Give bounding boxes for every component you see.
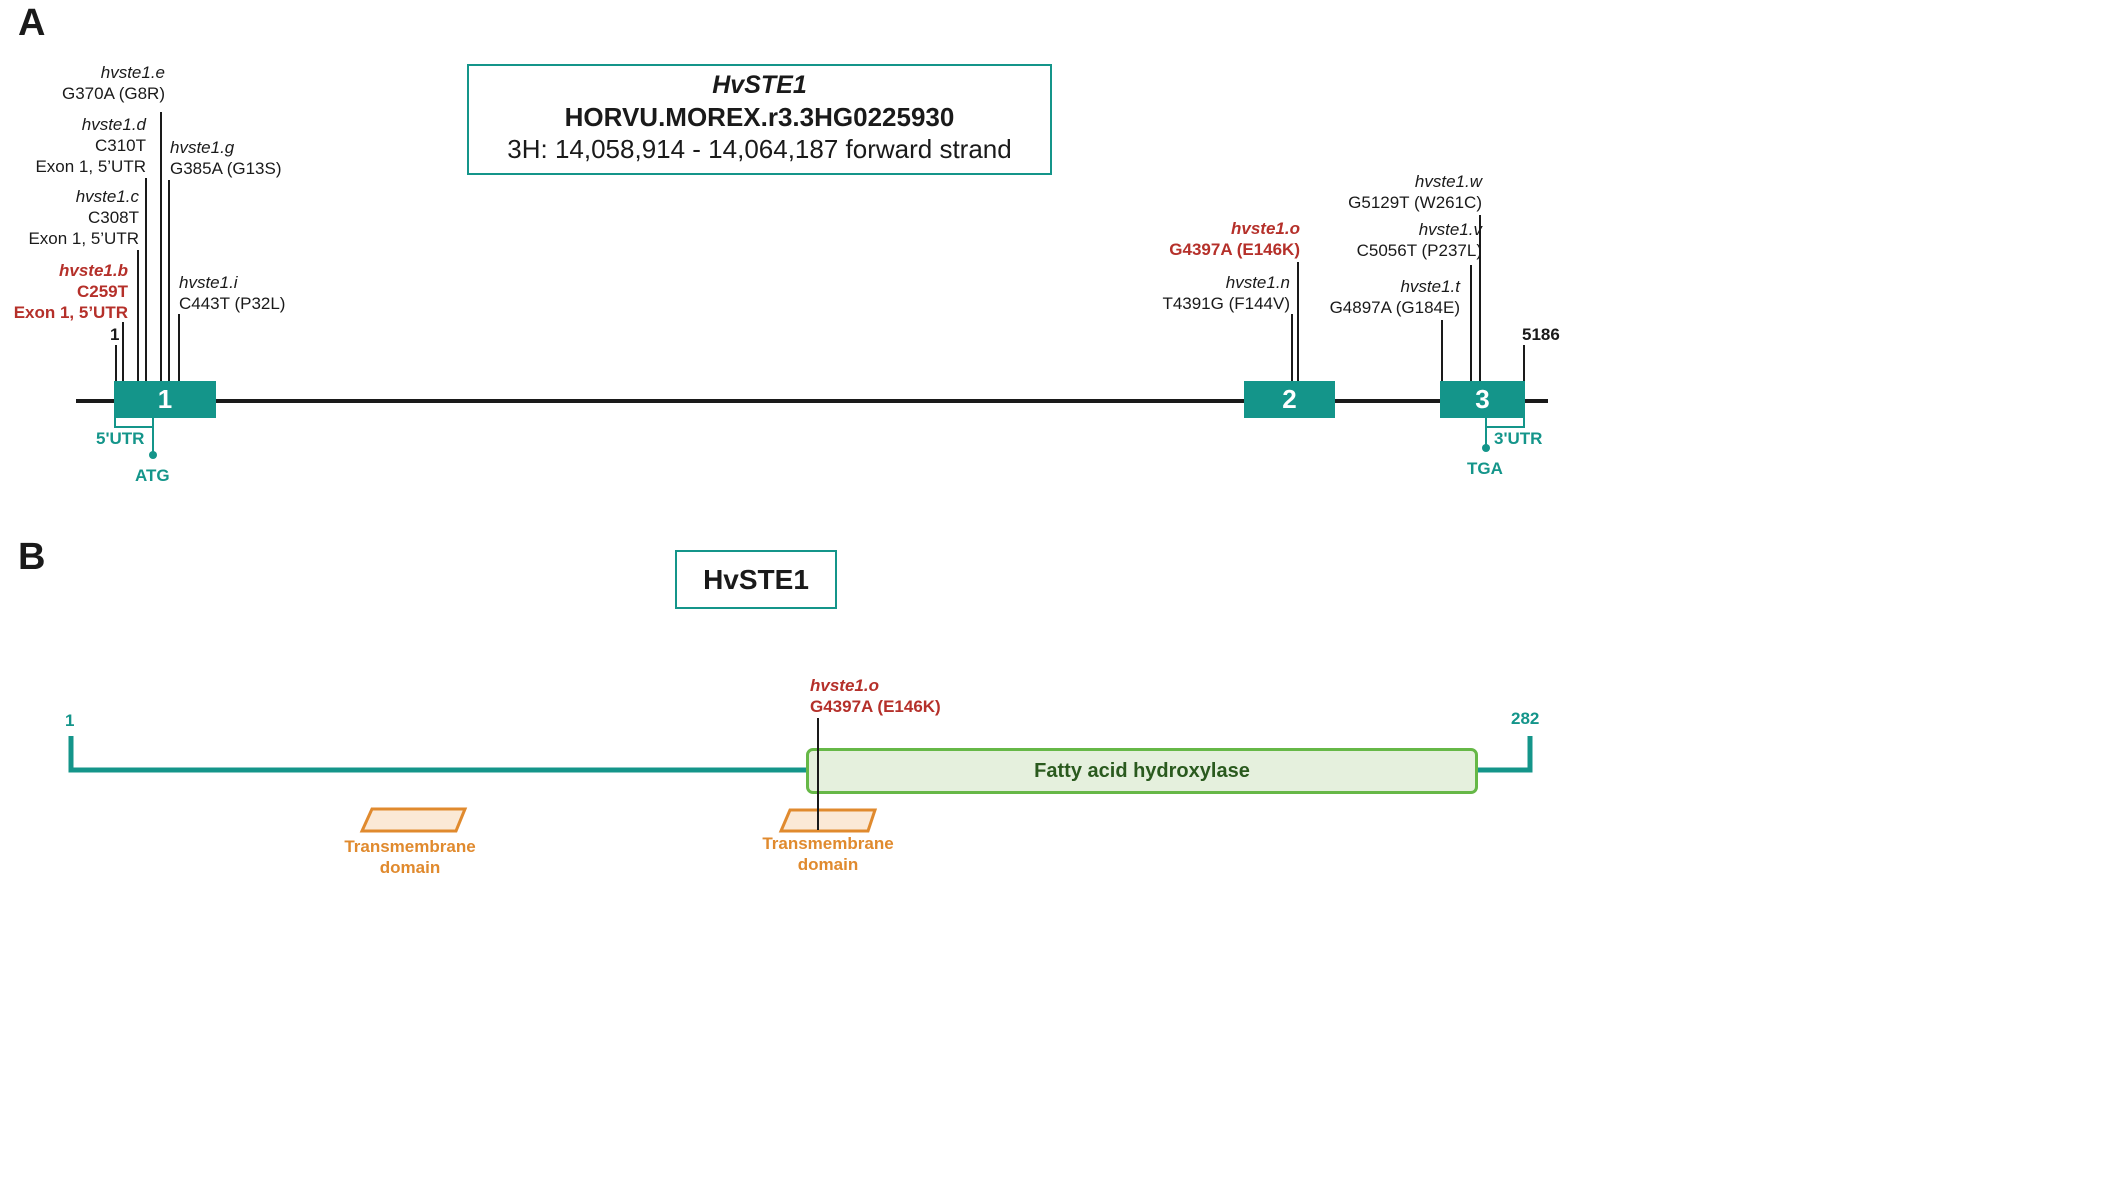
atg-dot bbox=[149, 451, 157, 459]
exon-2-label: 2 bbox=[1282, 384, 1297, 414]
mutation-change: T4391G (F144V) bbox=[1162, 294, 1290, 313]
mutation-hvste1-o: hvste1.o G4397A (E146K) bbox=[1169, 218, 1300, 260]
utr5-bracket bbox=[114, 418, 154, 428]
tga-dot bbox=[1482, 444, 1490, 452]
tm-label-line-1: Transmembrane bbox=[762, 834, 894, 853]
mutation-name: hvste1.g bbox=[170, 138, 235, 157]
stem-hvste1-e bbox=[160, 112, 162, 383]
mutation-change: C259T bbox=[76, 282, 128, 301]
gene-name: HvSTE1 bbox=[712, 71, 807, 99]
mutation-change: G4397A (E146K) bbox=[810, 697, 941, 716]
gene-location: 3H: 14,058,914 - 14,064,187 forward stra… bbox=[507, 134, 1012, 164]
mutation-name: hvste1.v bbox=[1418, 220, 1482, 239]
gene-backbone bbox=[76, 399, 1548, 403]
mutation-region: Exon 1, 5’UTR bbox=[13, 303, 128, 322]
mutation-region: Exon 1, 5’UTR bbox=[35, 157, 146, 176]
stem-hvste1-n bbox=[1291, 314, 1293, 383]
stem-hvste1-b bbox=[122, 322, 124, 383]
exon-2: 2 bbox=[1244, 381, 1335, 418]
start-position-label: 1 bbox=[110, 325, 120, 344]
mutation-hvste1-n: hvste1.n T4391G (F144V) bbox=[1162, 272, 1290, 314]
exon-1-label: 1 bbox=[157, 384, 173, 414]
tm-domain-2-label: Transmembrane domain bbox=[748, 833, 908, 875]
protein-mutation-hvste1-o: hvste1.o G4397A (E146K) bbox=[810, 675, 941, 717]
mutation-hvste1-g: hvste1.g G385A (G13S) bbox=[170, 137, 282, 179]
stem-hvste1-c bbox=[137, 250, 139, 383]
mutation-change: G4897A (G184E) bbox=[1329, 298, 1460, 317]
mutation-hvste1-d: hvste1.d C310T Exon 1, 5’UTR bbox=[35, 114, 146, 177]
panel-b-label: B bbox=[18, 536, 46, 578]
panel-a-label: A bbox=[18, 2, 46, 44]
mutation-hvste1-e: hvste1.e G370A (G8R) bbox=[62, 62, 165, 104]
mutation-hvste1-t: hvste1.t G4897A (G184E) bbox=[1330, 276, 1460, 318]
utr-markers-overlay bbox=[114, 418, 1525, 459]
mutation-name: hvste1.b bbox=[59, 261, 128, 280]
mutation-name: hvste1.e bbox=[100, 63, 165, 82]
protein-backbone bbox=[68, 736, 1533, 773]
mutation-region: Exon 1, 5’UTR bbox=[28, 229, 139, 248]
stem-hvste1-w bbox=[1479, 215, 1481, 383]
stem-hvste1-v bbox=[1470, 265, 1472, 383]
end-position-stem bbox=[1523, 345, 1525, 383]
mutation-name: hvste1.d bbox=[81, 115, 146, 134]
mutation-hvste1-c: hvste1.c C308T Exon 1, 5’UTR bbox=[28, 186, 139, 249]
tm-domain-2-shape bbox=[778, 808, 878, 833]
mutation-change: C5056T (P237L) bbox=[1356, 241, 1482, 260]
protein-start-label: 1 bbox=[65, 711, 75, 730]
gene-info-box: HvSTE1 HORVU.MOREX.r3.3HG0225930 3H: 14,… bbox=[467, 64, 1052, 175]
fatty-acid-hydroxylase-domain: Fatty acid hydroxylase bbox=[806, 748, 1478, 794]
mutation-change: G370A (G8R) bbox=[62, 84, 165, 103]
protein-end-label: 282 bbox=[1511, 709, 1540, 728]
exon-3-label: 3 bbox=[1475, 384, 1490, 414]
end-position-label: 5186 bbox=[1522, 325, 1560, 344]
atg-label: ATG bbox=[135, 466, 170, 485]
stem-hvste1-o-protein bbox=[817, 718, 819, 830]
mutation-name: hvste1.t bbox=[1400, 277, 1460, 296]
utr5-label: 5'UTR bbox=[96, 429, 145, 448]
gene-id: HORVU.MOREX.r3.3HG0225930 bbox=[564, 102, 955, 132]
exon-1: 1 bbox=[114, 381, 216, 418]
tm-label-line-2: domain bbox=[797, 855, 859, 874]
mutation-change: G4397A (E146K) bbox=[1169, 240, 1300, 259]
mutation-change: C443T (P32L) bbox=[179, 294, 286, 313]
mutation-name: hvste1.c bbox=[75, 187, 139, 206]
mutation-change: G5129T (W261C) bbox=[1348, 193, 1482, 212]
mutation-name: hvste1.i bbox=[179, 273, 238, 292]
utr3-bracket bbox=[1485, 418, 1525, 428]
exon-3: 3 bbox=[1440, 381, 1525, 418]
mutation-name: hvste1.o bbox=[810, 676, 879, 695]
stem-hvste1-t bbox=[1441, 320, 1443, 383]
start-position-stem bbox=[115, 345, 117, 383]
mutation-change: C308T bbox=[87, 208, 139, 227]
stem-hvste1-o bbox=[1297, 262, 1299, 383]
domain-label: Fatty acid hydroxylase bbox=[1034, 759, 1250, 782]
protein-name: HvSTE1 bbox=[703, 563, 809, 595]
mutation-change: C310T bbox=[94, 136, 146, 155]
mutation-name: hvste1.n bbox=[1225, 273, 1290, 292]
mutation-name: hvste1.w bbox=[1414, 172, 1482, 191]
tga-label: TGA bbox=[1467, 459, 1503, 478]
protein-name-box: HvSTE1 bbox=[675, 550, 837, 609]
tm-label-line-1: Transmembrane bbox=[344, 837, 476, 856]
mutation-hvste1-i: hvste1.i C443T (P32L) bbox=[179, 272, 285, 314]
mutation-hvste1-b: hvste1.b C259T Exon 1, 5’UTR bbox=[14, 260, 128, 323]
tm-domain-1-shape bbox=[359, 807, 468, 833]
stem-hvste1-i bbox=[178, 314, 180, 383]
tm-domain-1-label: Transmembrane domain bbox=[330, 836, 490, 878]
stem-hvste1-g bbox=[168, 180, 170, 383]
stem-hvste1-d bbox=[145, 178, 147, 383]
mutation-hvste1-w: hvste1.w G5129T (W261C) bbox=[1348, 171, 1482, 213]
protein-backbone-overlay bbox=[68, 736, 1533, 833]
mutation-name: hvste1.o bbox=[1231, 219, 1300, 238]
mutation-change: G385A (G13S) bbox=[170, 159, 282, 178]
tm-label-line-2: domain bbox=[379, 858, 441, 877]
utr3-label: 3'UTR bbox=[1494, 429, 1543, 448]
mutation-hvste1-v: hvste1.v C5056T (P237L) bbox=[1357, 219, 1482, 261]
